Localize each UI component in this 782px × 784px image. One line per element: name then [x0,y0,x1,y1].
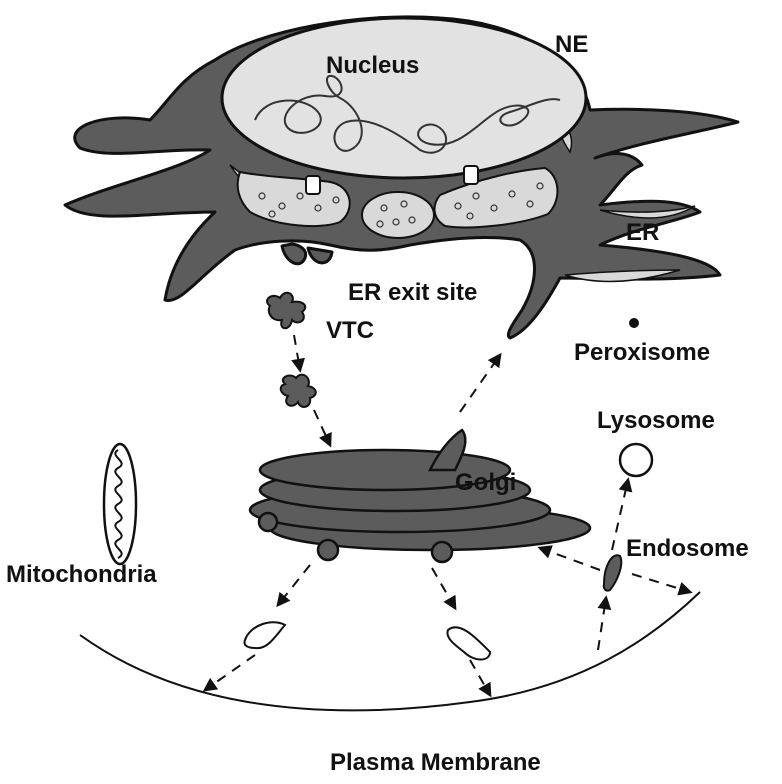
nucleus [220,16,588,180]
vtc [266,291,317,408]
vtc-label: VTC [326,317,374,344]
secretory-vesicle [243,621,492,661]
trafficking-arrows [202,334,693,698]
endosome [602,554,623,592]
er-label: ER [626,219,659,246]
lumen-dots [258,182,544,228]
plasma-membrane [79,591,701,712]
nuclear-pore [305,165,479,195]
nucleus-label: Nucleus [326,52,419,79]
golgi-apparatus [248,428,592,564]
plasma-membrane-label: Plasma Membrane [330,749,541,776]
er-exit-site-label: ER exit site [348,279,477,306]
endosome-label: Endosome [626,535,749,562]
mitochondrion [102,442,138,566]
mitochondria-label: Mitochondria [6,561,157,588]
ne-label: NE [555,31,588,58]
peroxisome-label: Peroxisome [574,339,710,366]
lysosome-label: Lysosome [597,407,715,434]
golgi-label: Golgi [455,469,516,496]
peroxisome [629,318,639,328]
lysosome [618,442,654,478]
chromatin [254,74,561,154]
